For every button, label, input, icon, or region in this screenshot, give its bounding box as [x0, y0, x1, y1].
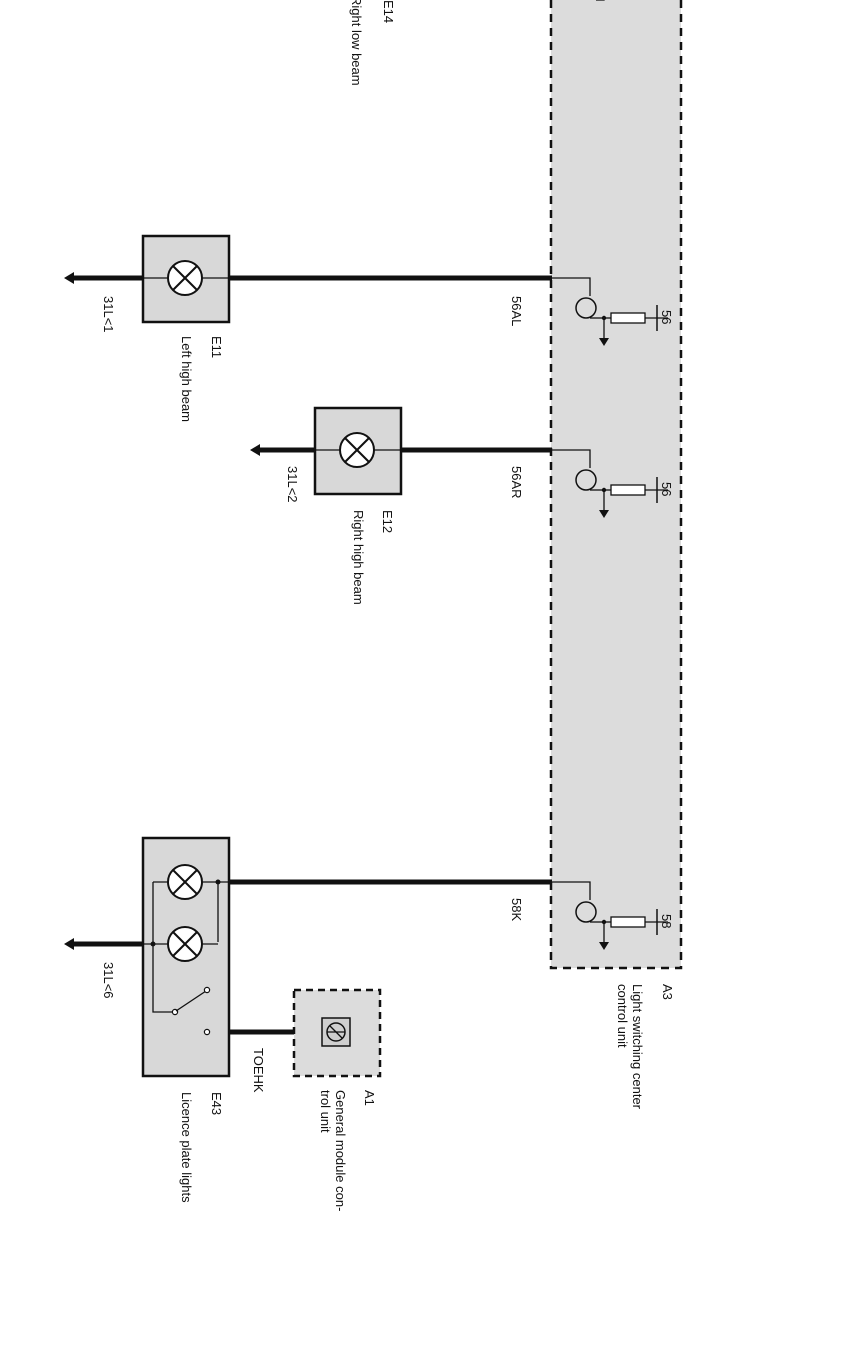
transistor-icon [575, 297, 597, 319]
a1-name-line2: trol unit [318, 1090, 333, 1133]
e43-signal-label: TOEHK [251, 1048, 266, 1093]
e12-name-label: Right high beam [351, 510, 366, 605]
resistor-icon [610, 312, 646, 324]
resistor-icon [610, 916, 646, 928]
e12-ground-label: 31L<2 [285, 466, 300, 503]
e43-circuit [64, 836, 552, 1078]
a3-code-label: A3 [660, 984, 675, 1000]
e12-terminal-label: 56 [659, 482, 674, 496]
e11-terminal-label: 56 [659, 310, 674, 324]
a1-control-icon [321, 1017, 351, 1047]
e43-terminal-label: 58 [659, 914, 674, 928]
e11-circuit [64, 234, 552, 324]
e12-ground-symbol [250, 444, 260, 456]
ground-arrow-icon [599, 942, 609, 950]
e11-name-label: Left high beam [179, 336, 194, 422]
e11-wire-label: 56AL [509, 296, 524, 326]
e43-code-label: E43 [209, 1092, 224, 1115]
e14-name-label: Right low beam [349, 0, 364, 86]
resistor-icon [610, 484, 646, 496]
transistor-icon [575, 901, 597, 923]
e12-wire-label: 56AR [509, 466, 524, 499]
e12-lamp-icon [339, 432, 375, 468]
a3-driver-58k [552, 881, 668, 950]
a1-name-line1: General module con- [333, 1090, 348, 1211]
a1-code-label: A1 [362, 1090, 377, 1106]
a3-module-box [549, 0, 683, 970]
e14-code-label: E14 [381, 0, 396, 23]
e43-ground-symbol [64, 938, 74, 950]
ground-arrow-icon [599, 510, 609, 518]
ground-arrow-icon [599, 338, 609, 346]
e12-circuit [250, 406, 552, 496]
a1-module [292, 988, 382, 1078]
e11-ground-symbol [64, 272, 74, 284]
e43-switch-icon [171, 986, 211, 1036]
e43-ground-label: 31L<6 [101, 962, 116, 999]
e43-name-label: Licence plate lights [179, 1092, 194, 1203]
e11-lamp-icon [167, 260, 203, 296]
a3-driver-56al [552, 277, 668, 346]
e11-code-label: E11 [209, 336, 224, 358]
a3-name-line1: Light switching center [630, 984, 645, 1110]
a3-name-line2: control unit [615, 984, 630, 1048]
a3-driver-56ar [552, 449, 668, 518]
e43-lamp-1-icon [167, 864, 203, 900]
e12-code-label: E12 [380, 510, 395, 533]
transistor-icon [575, 469, 597, 491]
e43-wire-label: 58K [509, 898, 524, 921]
e11-ground-label: 31L<1 [101, 296, 116, 333]
e43-lamp-2-icon [167, 926, 203, 962]
